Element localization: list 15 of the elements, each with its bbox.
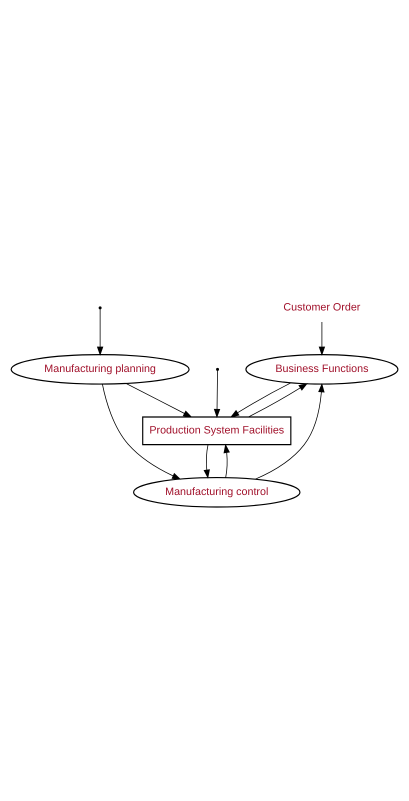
arrow bbox=[254, 383, 325, 480]
arrow bbox=[230, 382, 292, 418]
node-ellipse: Business Functions bbox=[245, 354, 398, 385]
arrow bbox=[224, 444, 230, 478]
arrow bbox=[318, 322, 326, 356]
arrow bbox=[214, 370, 220, 418]
arrow bbox=[204, 444, 210, 479]
arrow bbox=[96, 308, 104, 356]
arrow bbox=[248, 383, 308, 418]
node-ellipse: Manufacturing planning bbox=[10, 354, 190, 385]
node-text: Customer Order bbox=[283, 302, 360, 314]
node-ellipse: Manufacturing control bbox=[133, 476, 301, 508]
node-box: Production System Facilities bbox=[142, 416, 292, 446]
arrow bbox=[102, 384, 182, 480]
arrow bbox=[126, 383, 192, 418]
